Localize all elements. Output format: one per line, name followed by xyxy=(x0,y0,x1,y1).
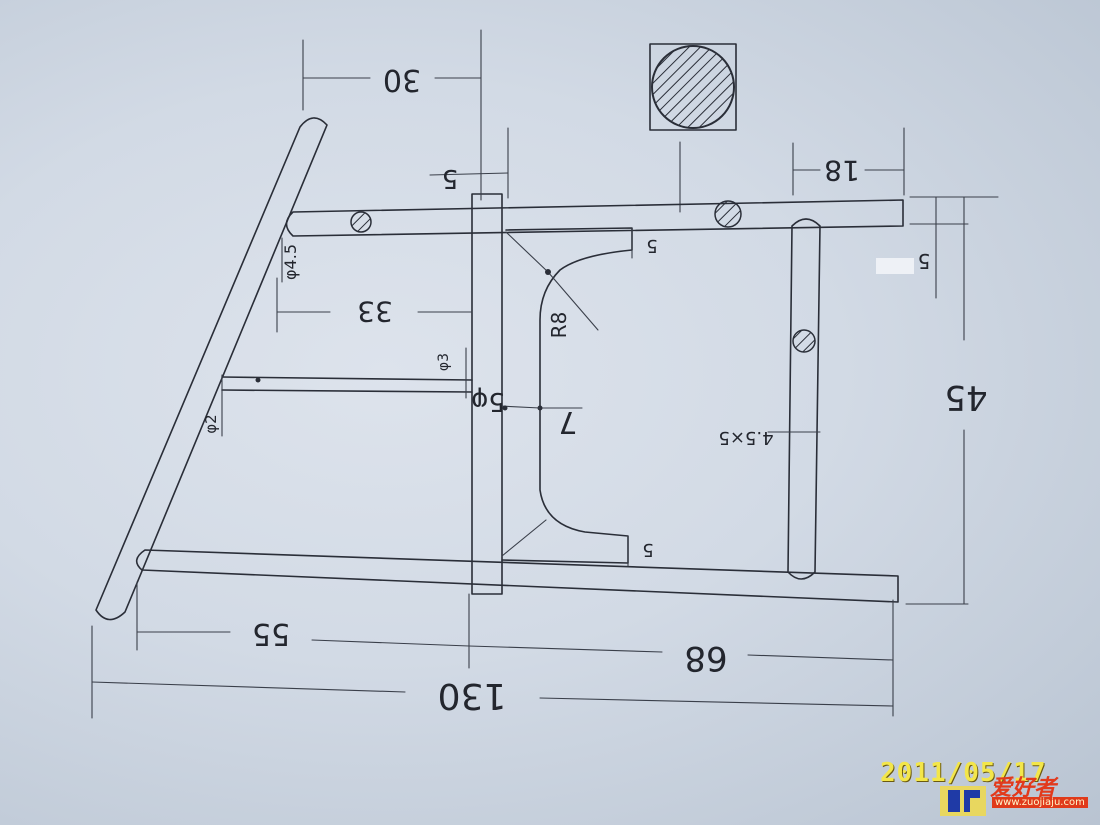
dim-right-height: 5 xyxy=(918,249,931,273)
stretcher xyxy=(221,376,473,393)
dimension-labels: 30 5 18 φ4.5 33 φ3 5φ R8 5 5 4.5×5 7 φ2 … xyxy=(202,62,988,716)
top-rail xyxy=(285,199,904,237)
curved-bracket xyxy=(499,227,633,564)
dim-brace-width: 18 xyxy=(824,154,860,187)
dim-right-span: 68 xyxy=(684,638,727,678)
vertical-post xyxy=(471,193,503,595)
dim-leg-post-label: 5φ xyxy=(471,386,505,416)
dim-slat-section: 4.5×5 xyxy=(718,427,773,448)
date-stamp: 2011/05/17 xyxy=(880,758,1047,788)
dim-small-width-upper: 5 xyxy=(646,235,657,256)
dim-lower-diameter: φ2 xyxy=(202,414,220,433)
dim-front-diameter: φ4.5 xyxy=(281,244,300,280)
section-detail xyxy=(649,43,737,213)
right-slat xyxy=(787,218,821,580)
watermark-url: www.zuojiaju.com xyxy=(992,797,1088,808)
dimension-lines xyxy=(91,29,999,719)
dim-total-length: 130 xyxy=(438,675,507,716)
dim-height: 45 xyxy=(944,377,987,417)
dim-small-width-lower: 5 xyxy=(642,539,653,560)
dim-top-rail-gap: 5 xyxy=(442,163,459,193)
watermark-logo xyxy=(940,786,986,816)
dim-stretcher-diameter: φ3 xyxy=(436,353,452,371)
dim-left-span: 55 xyxy=(252,616,290,651)
slanted-leg xyxy=(95,117,328,621)
dim-middle-mark: 7 xyxy=(558,404,577,439)
watermark-brand: 爱好者 xyxy=(990,776,1057,801)
bottom-rail xyxy=(135,549,899,603)
dim-leg-offset: 33 xyxy=(357,295,393,328)
dim-top-offset: 30 xyxy=(383,62,421,97)
tape-patch xyxy=(876,258,914,274)
dim-radius: R8 xyxy=(547,312,571,339)
